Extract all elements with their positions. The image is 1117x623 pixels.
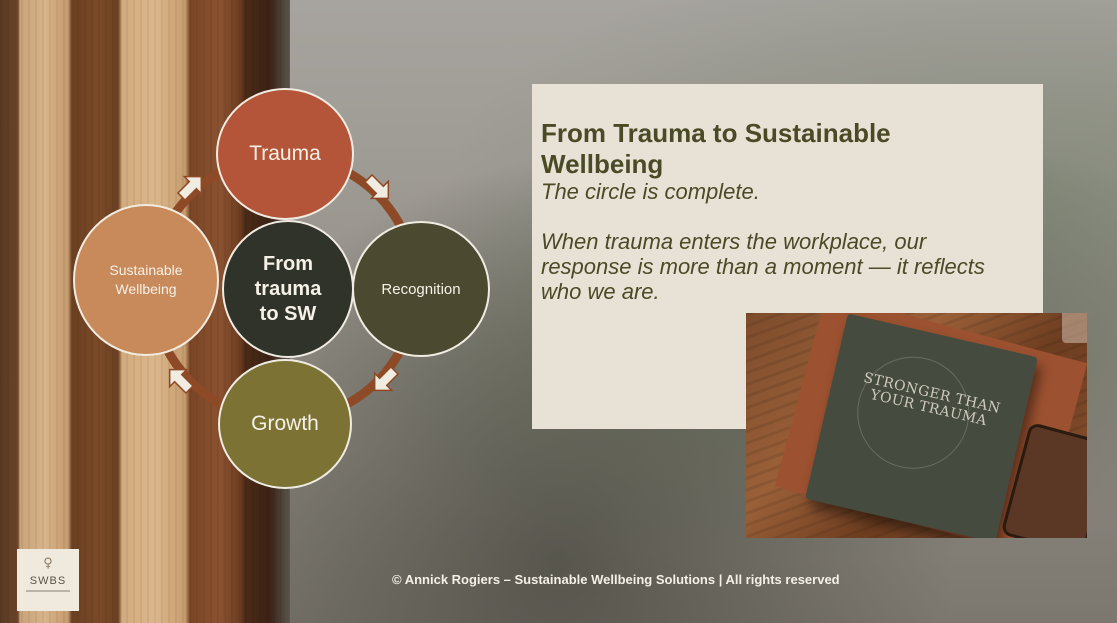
node-recognition: Recognition: [352, 221, 490, 357]
node-label: Recognition: [381, 280, 461, 298]
node-center: From trauma to SW: [222, 220, 354, 358]
arrow-icon: [363, 173, 390, 200]
node-label-line: From: [262, 252, 313, 275]
node-trauma: Trauma: [216, 88, 354, 220]
node-label-line: Wellbeing: [115, 281, 177, 297]
logo-text: SWBS: [29, 575, 67, 587]
arrow-icon: [373, 365, 400, 392]
logo-tagline-line: [26, 590, 70, 592]
cycle-diagram: Trauma Recognition Growth Sustainable We…: [0, 0, 520, 520]
node-label-line: to SW: [259, 302, 317, 325]
node-label: Trauma: [249, 142, 321, 165]
arrow-icon: [176, 175, 203, 202]
copyright-footer: © Annick Rogiers – Sustainable Wellbeing…: [392, 572, 840, 587]
book-photo: STRONGER THAN YOUR TRAUMA: [746, 313, 1087, 538]
node-label: Growth: [251, 412, 319, 435]
logo: ♀ SWBS: [17, 549, 79, 611]
node-growth: Growth: [218, 359, 352, 489]
node-label-line: Sustainable: [109, 262, 183, 278]
card-title: From Trauma to Sustainable Wellbeing: [541, 118, 891, 179]
arrow-icon: [168, 368, 195, 395]
glass: [1062, 313, 1087, 343]
logo-mark-icon: ♀: [43, 556, 53, 571]
card-body: When trauma enters the workplace, our re…: [541, 229, 985, 304]
card-subtitle: The circle is complete.: [541, 179, 760, 204]
node-sustainable-wellbeing: Sustainable Wellbeing: [73, 204, 219, 356]
node-label-line: trauma: [254, 277, 322, 300]
